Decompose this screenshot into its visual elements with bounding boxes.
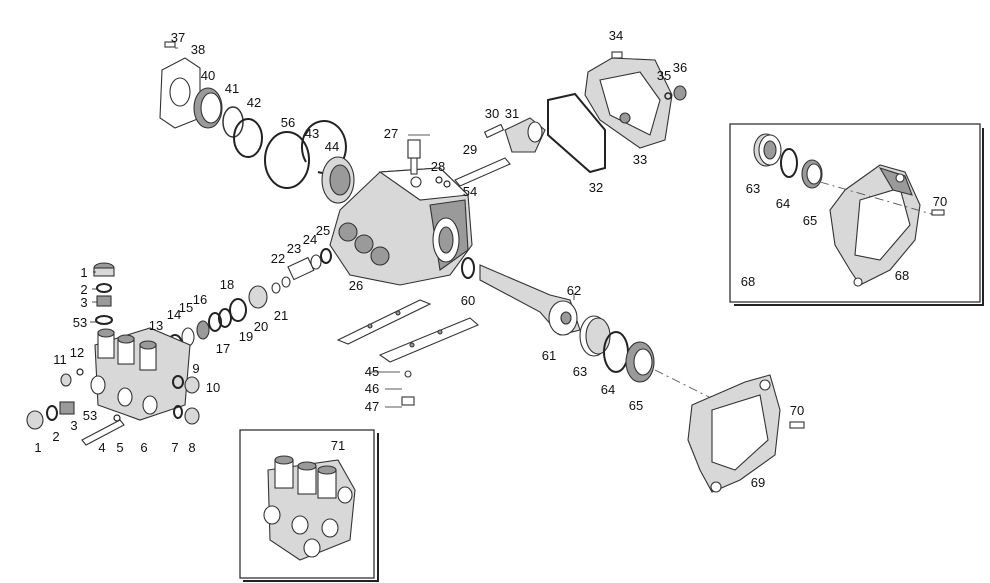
callout-21: 21 <box>274 308 288 323</box>
callout-15: 15 <box>179 300 193 315</box>
gearbox-69 <box>687 374 805 493</box>
callout-3: 3 <box>80 295 87 310</box>
mounting-rails <box>336 299 480 406</box>
callout-5: 5 <box>116 440 123 455</box>
callout-56: 56 <box>281 115 295 130</box>
callout-1: 1 <box>34 440 41 455</box>
callout-2: 2 <box>80 282 87 297</box>
callout-65: 65 <box>803 213 817 228</box>
callout-17: 17 <box>216 341 230 356</box>
callout-25: 25 <box>316 223 330 238</box>
callout-29: 29 <box>463 142 477 157</box>
callout-22: 22 <box>271 251 285 266</box>
callout-35: 35 <box>657 68 671 83</box>
callout-43: 43 <box>305 126 319 141</box>
callout-1: 1 <box>80 265 87 280</box>
leader-lines <box>90 47 575 408</box>
callout-20: 20 <box>254 319 268 334</box>
callout-2: 2 <box>52 429 59 444</box>
callout-70: 70 <box>933 194 947 209</box>
gearbox-inset <box>729 123 984 306</box>
callout-31: 31 <box>505 106 519 121</box>
callout-64: 64 <box>776 196 790 211</box>
callout-19: 19 <box>239 329 253 344</box>
callout-71: 71 <box>331 438 345 453</box>
callout-10: 10 <box>206 380 220 395</box>
callout-42: 42 <box>247 95 261 110</box>
crankcase-26 <box>329 139 473 286</box>
callout-47: 47 <box>365 399 379 414</box>
callout-44: 44 <box>325 139 339 154</box>
callout-13: 13 <box>149 318 163 333</box>
callout-27: 27 <box>384 126 398 141</box>
callout-53: 53 <box>83 408 97 423</box>
callout-28: 28 <box>431 159 445 174</box>
callout-46: 46 <box>365 381 379 396</box>
callout-69: 69 <box>751 475 765 490</box>
callout-26: 26 <box>349 278 363 293</box>
cover-33 <box>547 51 687 174</box>
callout-64: 64 <box>601 382 615 397</box>
callout-14: 14 <box>167 307 181 322</box>
callout-62: 62 <box>567 283 581 298</box>
callout-8: 8 <box>188 440 195 455</box>
callout-4: 4 <box>98 440 105 455</box>
callout-60: 60 <box>461 293 475 308</box>
callout-61: 61 <box>542 348 556 363</box>
callout-32: 32 <box>589 180 603 195</box>
callout-34: 34 <box>609 28 623 43</box>
gearbox-inset-callouts: 63 64 65 70 68 68 <box>741 181 947 289</box>
crankshaft-61 <box>461 257 716 401</box>
callout-40: 40 <box>201 68 215 83</box>
callouts: 1 2 3 53 1 2 3 53 4 5 6 7 8 9 10 11 12 1… <box>34 28 804 490</box>
callout-36: 36 <box>673 60 687 75</box>
callout-41: 41 <box>225 81 239 96</box>
callout-16: 16 <box>193 292 207 307</box>
callout-3: 3 <box>70 418 77 433</box>
callout-38: 38 <box>191 42 205 57</box>
callout-54: 54 <box>463 184 477 199</box>
callout-63: 63 <box>746 181 760 196</box>
callout-9: 9 <box>192 361 199 376</box>
callout-45: 45 <box>365 364 379 379</box>
callout-65: 65 <box>629 398 643 413</box>
manifold-6 <box>26 262 200 446</box>
callout-23: 23 <box>287 241 301 256</box>
callout-6: 6 <box>140 440 147 455</box>
callout-30: 30 <box>485 106 499 121</box>
callout-37: 37 <box>171 30 185 45</box>
inset-title-68: 68 <box>741 274 755 289</box>
callout-11: 11 <box>53 352 67 367</box>
callout-53: 53 <box>73 315 87 330</box>
callout-63: 63 <box>573 364 587 379</box>
callout-18: 18 <box>220 277 234 292</box>
bearing-stack-left <box>159 41 355 204</box>
callout-68: 68 <box>895 268 909 283</box>
callout-70: 70 <box>790 403 804 418</box>
callout-24: 24 <box>303 232 317 247</box>
callout-7: 7 <box>171 440 178 455</box>
manifold-inset <box>239 429 379 582</box>
callout-12: 12 <box>70 345 84 360</box>
connecting-rod <box>407 117 546 188</box>
callout-33: 33 <box>633 152 647 167</box>
